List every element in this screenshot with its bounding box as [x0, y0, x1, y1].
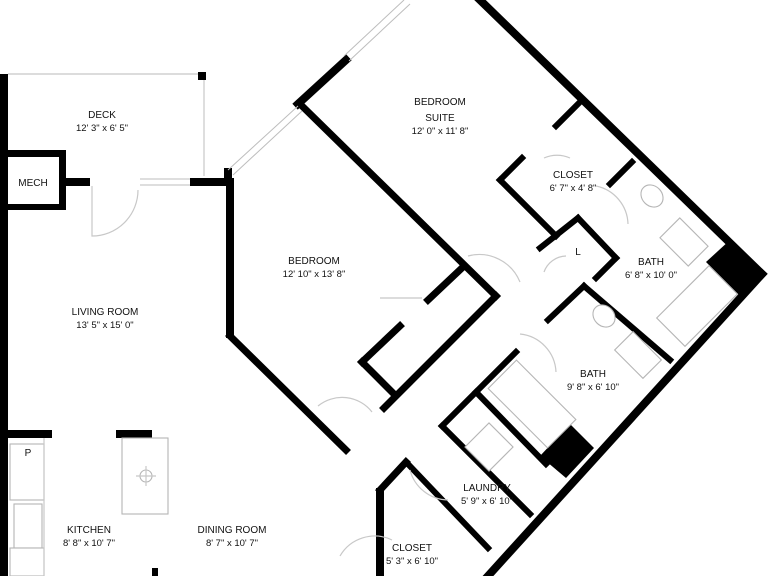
deck-dims: 12' 3" x 6' 5" — [76, 123, 128, 134]
living-room-dims: 13' 5" x 15' 0" — [76, 320, 133, 331]
laundry-label: LAUNDRY — [463, 483, 511, 494]
deck-label: DECK — [88, 110, 116, 121]
closet-suite-label: CLOSET — [553, 170, 593, 181]
deck-outline — [8, 72, 206, 176]
linen-label: L — [575, 247, 581, 258]
bedroom-suite-label-line2: SUITE — [425, 113, 455, 124]
bath-label: BATH — [580, 369, 606, 380]
kitchen-dims: 8' 8" x 10' 7" — [63, 538, 115, 549]
mech-label: MECH — [18, 178, 47, 189]
bedroom-label: BEDROOM — [288, 256, 340, 267]
bath-dims: 9' 8" x 6' 10" — [567, 382, 619, 393]
closet-suite-dims: 6' 7" x 4' 8" — [550, 183, 597, 194]
living-room-label: LIVING ROOM — [72, 307, 139, 318]
kitchen-label: KITCHEN — [67, 525, 111, 536]
laundry-dims: 5' 9" x 6' 10" — [461, 496, 513, 507]
bath-suite-dims: 6' 8" x 10' 0" — [625, 270, 677, 281]
doors — [91, 154, 629, 557]
closet-hall-dims: 5' 3" x 6' 10" — [386, 556, 438, 567]
bedroom-suite-dims: 12' 0" x 11' 8" — [412, 126, 469, 137]
pantry-label: P — [25, 448, 32, 459]
dining-room-label: DINING ROOM — [198, 525, 267, 536]
windows — [140, 0, 411, 186]
closet-hall-label: CLOSET — [392, 543, 432, 554]
bath-suite-label: BATH — [638, 257, 664, 268]
fixtures — [9, 184, 739, 576]
room-labels: DECK 12' 3" x 6' 5" MECH BEDROOM SUITE 1… — [18, 97, 677, 567]
bedroom-suite-label-line1: BEDROOM — [414, 97, 466, 108]
dining-room-dims: 8' 7" x 10' 7" — [206, 538, 258, 549]
bedroom-dims: 12' 10" x 13' 8" — [283, 269, 346, 280]
